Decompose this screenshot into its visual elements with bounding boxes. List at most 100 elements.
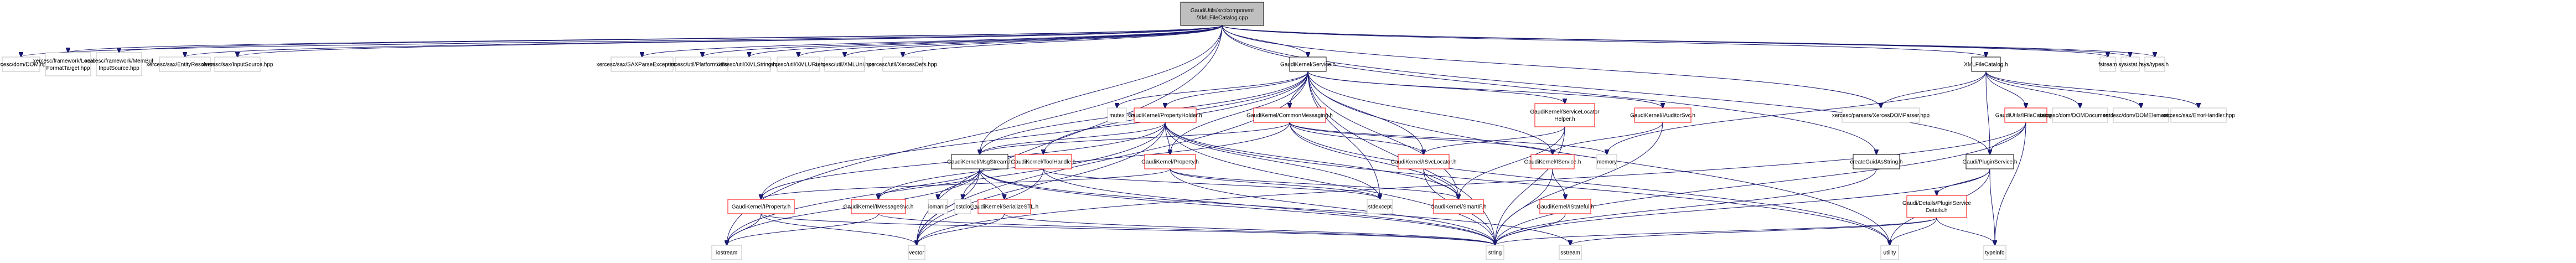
edge-service-to-mutex	[1117, 71, 1308, 108]
node-service[interactable]: GaudiKernel/Service.h	[1280, 56, 1336, 72]
node-sysstat: sys/stat.h	[2118, 56, 2142, 72]
edge-xfch-to-errh	[1985, 71, 2199, 108]
node-commsg[interactable]: GaudiKernel/CommonMessaging.h	[1246, 107, 1333, 123]
node-box	[1534, 103, 1595, 127]
node-property[interactable]: GaudiKernel/Property.h	[1141, 154, 1199, 169]
edge-root-to-xdefs	[903, 25, 1223, 57]
edge-root-to-mbis	[119, 25, 1223, 53]
edge-xfch-to-pluginsvc	[1985, 71, 1990, 154]
node-label: xercesc/util/XMLUni.hpp	[815, 62, 875, 68]
edge-root-to-systypes	[1222, 25, 2155, 57]
nodes-layer: GaudiUtils/src/component/XMLFileCatalog.…	[0, 2, 2235, 260]
node-imsgsvc[interactable]: GaudiKernel/IMessageSvc.h	[844, 199, 914, 214]
node-box	[1486, 245, 1504, 260]
edge-property-to-smartif	[1170, 168, 1458, 199]
edge-property-to-iproperty	[761, 168, 1171, 199]
node-label: GaudiKernel/PropertyHolder.h	[1128, 113, 1202, 119]
edge-xfch-to-memory	[1607, 71, 1987, 154]
node-box	[675, 56, 730, 72]
node-guid[interactable]: createGuidAsString.h	[1850, 154, 1903, 169]
node-mutex: mutex	[1107, 107, 1127, 123]
edge-psdetails-to-string	[1495, 217, 1937, 245]
edge-service-to-property	[1170, 71, 1308, 154]
node-pluginsvc[interactable]: Gaudi/PluginService.h	[1963, 154, 2018, 169]
node-iservice[interactable]: GaudiKernel/IService.h	[1524, 154, 1581, 169]
node-xfch[interactable]: XMLFileCatalog.h	[1964, 56, 2008, 72]
edge-msgstream-to-imsgsvc	[878, 168, 980, 199]
node-box	[1634, 107, 1692, 123]
node-box	[1906, 195, 1967, 218]
node-box	[1107, 107, 1127, 123]
node-cstdio: cstdio	[954, 199, 971, 214]
node-ifilecat[interactable]: GaudiUtils/IFileCatalog.h	[1995, 107, 2057, 123]
node-label: sys/stat.h	[2118, 62, 2142, 68]
node-box	[1971, 56, 2001, 72]
edge-root-to-insrc	[237, 25, 1223, 57]
node-xmlstr: xercesc/util/XMLString.hpp	[716, 56, 782, 72]
node-box	[2004, 107, 2047, 123]
node-iauditsvc[interactable]: GaudiKernel/IAuditorSvc.h	[1630, 107, 1695, 123]
node-box	[1880, 245, 1899, 260]
node-box	[1253, 107, 1326, 123]
node-box	[1596, 154, 1617, 169]
node-root[interactable]: GaudiUtils/src/component/XMLFileCatalog.…	[1180, 2, 1264, 26]
node-label: GaudiUtils/IFileCatalog.h	[1995, 113, 2057, 119]
node-iproperty[interactable]: GaudiKernel/IProperty.h	[727, 199, 795, 214]
node-box	[1398, 154, 1450, 169]
edge-property-to-stdexcept	[1170, 168, 1380, 199]
node-iostream: iostream	[711, 245, 742, 260]
node-string: string	[1486, 245, 1504, 260]
node-xdomparser: xercesc/parsers/XercesDOMParser.hpp	[1832, 107, 1930, 123]
node-smartif[interactable]: GaudiKernel/SmartIF.h	[1430, 199, 1487, 214]
edge-toolhandle-to-string	[1043, 168, 1495, 245]
edge-ifilecat-to-string	[1495, 122, 2026, 245]
edge-ifilecat-to-pluginsvc	[1990, 122, 2026, 154]
node-box	[727, 199, 795, 214]
edge-isvcloc-to-smartif	[1423, 168, 1458, 199]
node-isvcloc[interactable]: GaudiKernel/ISvcLocator.h	[1391, 154, 1457, 169]
edge-svclochelper-to-smartif	[1458, 126, 1565, 199]
node-label: FormatTarget.hpp	[46, 65, 90, 71]
edge-psdetails-to-typeinfo	[1936, 217, 1995, 245]
node-box	[2170, 107, 2227, 123]
node-box	[1983, 245, 2006, 260]
edge-root-to-xmlstr	[749, 25, 1223, 57]
node-istateful[interactable]: GaudiKernel/IStateful.h	[1537, 199, 1594, 214]
node-label: cstdio	[955, 204, 970, 210]
node-label: InputSource.hpp	[99, 65, 139, 71]
node-serstl[interactable]: GaudiKernel/SerializeSTL.h	[970, 199, 1038, 214]
node-box	[1180, 2, 1264, 26]
edge-xfch-to-domdoc	[1985, 71, 2080, 108]
node-saxpe: xercesc/sax/SAXParseException.hpp	[596, 56, 688, 72]
edge-commsg-to-smartif	[1289, 122, 1458, 199]
edge-iauditsvc-to-string	[1495, 122, 1663, 245]
node-label: xercesc/util/XMLString.hpp	[716, 62, 782, 68]
node-box	[1015, 154, 1072, 169]
edge-service-to-iservice	[1307, 71, 1553, 154]
edge-iproperty-to-vector	[761, 213, 917, 245]
node-box	[851, 199, 906, 214]
node-msgstream[interactable]: GaudiKernel/MsgStream.h	[947, 154, 1012, 169]
edge-toolhandle-to-stdexcept	[1043, 168, 1380, 199]
node-label: sys/types.h	[2141, 62, 2169, 68]
edge-root-to-msgstream	[980, 25, 1223, 154]
node-entres: xercesc/sax/EntityResolver.hpp	[147, 56, 224, 72]
node-box	[954, 199, 971, 214]
node-domdoc: xercesc/dom/DOMDocument.hpp	[2039, 107, 2121, 123]
node-propholder[interactable]: GaudiKernel/PropertyHolder.h	[1128, 107, 1202, 123]
edge-property-to-string	[1170, 168, 1495, 245]
node-label: xercesc/util/PlatformUtils.hpp	[667, 62, 738, 68]
edge-istateful-to-string	[1495, 213, 1566, 245]
node-systypes: sys/types.h	[2141, 56, 2169, 72]
edge-commsg-to-iservice	[1289, 122, 1553, 154]
node-sstream: sstream	[1559, 245, 1582, 260]
edge-propholder-to-iostream	[727, 122, 1166, 245]
node-label: xercesc/framework/LocalFile	[33, 58, 104, 64]
node-xmlurl: xercesc/util/XMLURL.hpp	[767, 56, 830, 72]
edge-root-to-xmlurl	[799, 25, 1223, 57]
node-label: xercesc/dom/DOMDocument.hpp	[2039, 113, 2121, 119]
node-toolhandle[interactable]: GaudiKernel/ToolHandle.h	[1011, 154, 1076, 169]
